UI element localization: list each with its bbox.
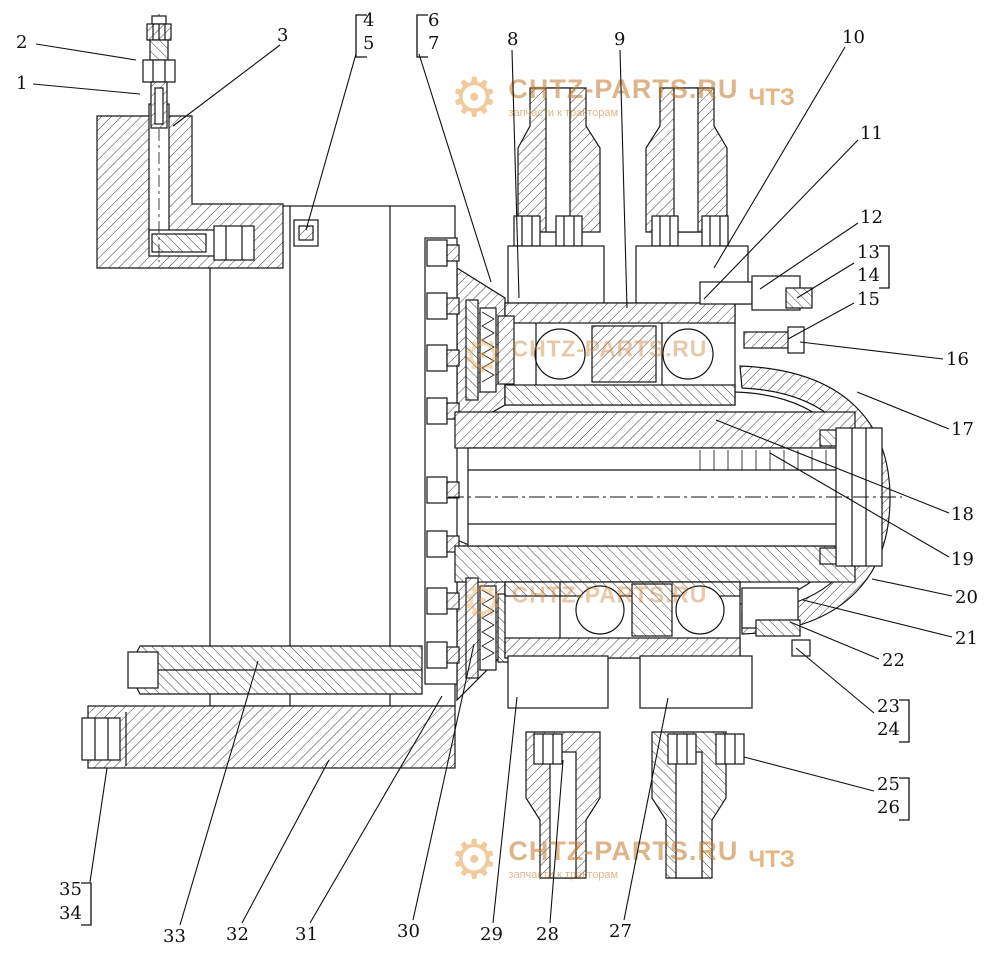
part-callout-30: 30 [397, 921, 420, 942]
part-callout-22: 22 [882, 650, 905, 671]
part-callout-26: 26 [877, 797, 900, 818]
part-callout-16: 16 [946, 349, 969, 370]
part-callout-32: 32 [226, 924, 249, 945]
part-callout-5: 5 [363, 33, 375, 54]
part-callout-2: 2 [16, 32, 28, 53]
lower-bearing [504, 581, 741, 659]
part-callout-27: 27 [609, 921, 632, 942]
part-callout-35: 35 [59, 879, 82, 900]
part-callout-10: 10 [842, 27, 865, 48]
part-callout-14: 14 [857, 265, 880, 286]
part-callout-21: 21 [955, 628, 978, 649]
part-callout-7: 7 [428, 33, 440, 54]
part-callout-12: 12 [860, 207, 883, 228]
breather-valve [142, 14, 176, 262]
part-callout-18: 18 [951, 504, 974, 525]
part-callout-8: 8 [507, 29, 519, 50]
part-callout-11: 11 [860, 123, 883, 144]
part-callout-28: 28 [536, 924, 559, 945]
part-callout-19: 19 [951, 549, 974, 570]
part-callout-24: 24 [877, 719, 900, 740]
part-callout-33: 33 [163, 926, 186, 947]
part-callout-29: 29 [480, 924, 503, 945]
part-callout-6: 6 [428, 10, 440, 31]
part-callout-4: 4 [363, 10, 375, 31]
upper-bearing [504, 302, 736, 406]
part-callout-20: 20 [955, 587, 978, 608]
lower-right-retainers [741, 587, 811, 657]
part-callout-1: 1 [16, 73, 28, 94]
part-callout-15: 15 [857, 289, 880, 310]
part-callout-34: 34 [59, 903, 82, 924]
top-rollers [507, 87, 749, 305]
part-callout-17: 17 [951, 419, 974, 440]
bottom-rollers [507, 655, 753, 879]
flange-bolts [424, 237, 460, 685]
part-callout-31: 31 [295, 924, 318, 945]
housing-section [96, 103, 456, 707]
part-callout-25: 25 [877, 774, 900, 795]
part-callout-3: 3 [277, 25, 289, 46]
part-callout-9: 9 [614, 29, 626, 50]
part-callout-23: 23 [877, 696, 900, 717]
part-callout-13: 13 [857, 242, 880, 263]
